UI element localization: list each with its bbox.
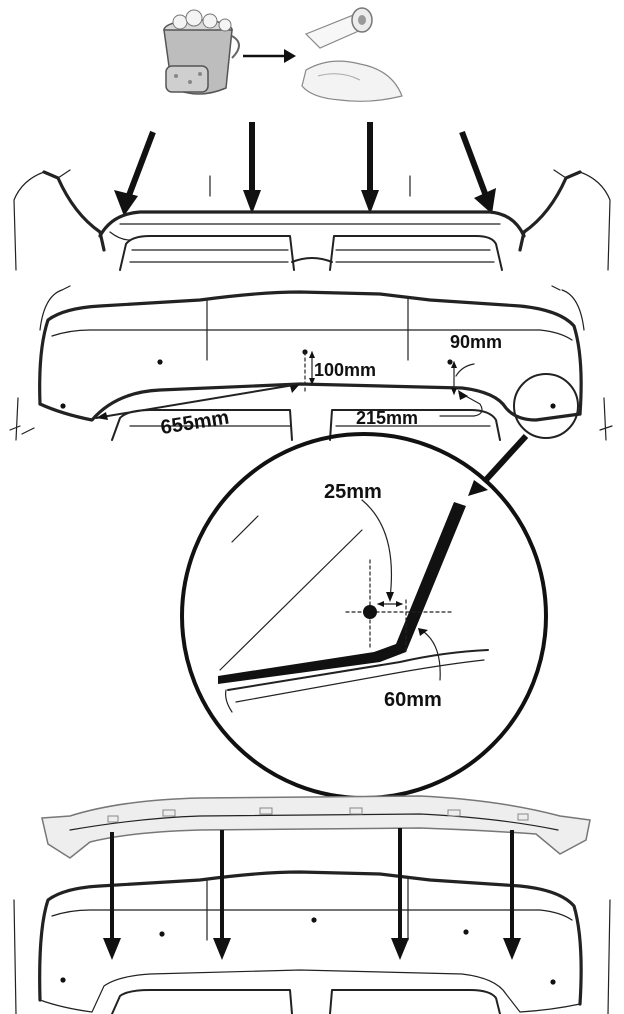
arrow-down-icon bbox=[103, 832, 121, 960]
arrow-down-icon bbox=[503, 830, 521, 960]
paper-roll-icon bbox=[304, 7, 373, 49]
step4-arrows bbox=[103, 828, 521, 960]
label-215mm: 215mm bbox=[356, 408, 418, 428]
deflector-part bbox=[41, 795, 591, 859]
arrow-down-icon bbox=[459, 130, 496, 214]
right-arrow-icon bbox=[243, 49, 296, 63]
step1-cleaning bbox=[163, 7, 403, 102]
arrow-down-icon bbox=[114, 130, 156, 216]
arrow-down-icon bbox=[213, 830, 231, 960]
zoom-arrow-icon bbox=[468, 433, 529, 496]
cloth-icon bbox=[301, 60, 403, 102]
step4-deflector bbox=[41, 795, 591, 859]
step4-hood bbox=[13, 870, 611, 1014]
arrow-down-icon bbox=[391, 828, 409, 960]
label-60mm: 60mm bbox=[384, 689, 442, 711]
arrow-down-icon bbox=[243, 122, 261, 214]
arrow-down-icon bbox=[361, 122, 379, 214]
label-655mm: 655mm bbox=[159, 407, 231, 440]
label-100mm: 100mm bbox=[314, 360, 376, 380]
step1-arrows bbox=[114, 122, 496, 216]
bucket-sponge-icon bbox=[163, 9, 240, 95]
mounting-hole-icon bbox=[363, 605, 377, 619]
step2-dimensions bbox=[95, 351, 579, 439]
label-25mm: 25mm bbox=[324, 481, 382, 503]
step1-hood bbox=[13, 169, 611, 271]
label-90mm: 90mm bbox=[450, 332, 502, 352]
